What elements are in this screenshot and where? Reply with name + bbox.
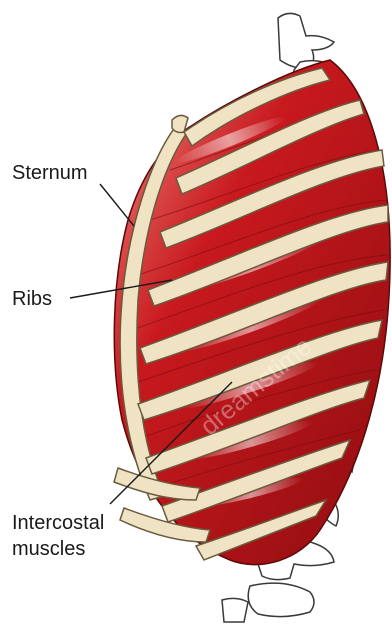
sternum-leader-line bbox=[100, 184, 134, 226]
intercostal-muscles-label: Intercostal muscles bbox=[12, 510, 104, 562]
intercostal-label-line2: muscles bbox=[12, 536, 104, 562]
ribs-label: Ribs bbox=[12, 286, 52, 312]
intercostal-label-line1: Intercostal bbox=[12, 510, 104, 536]
sternum-label: Sternum bbox=[12, 160, 88, 186]
